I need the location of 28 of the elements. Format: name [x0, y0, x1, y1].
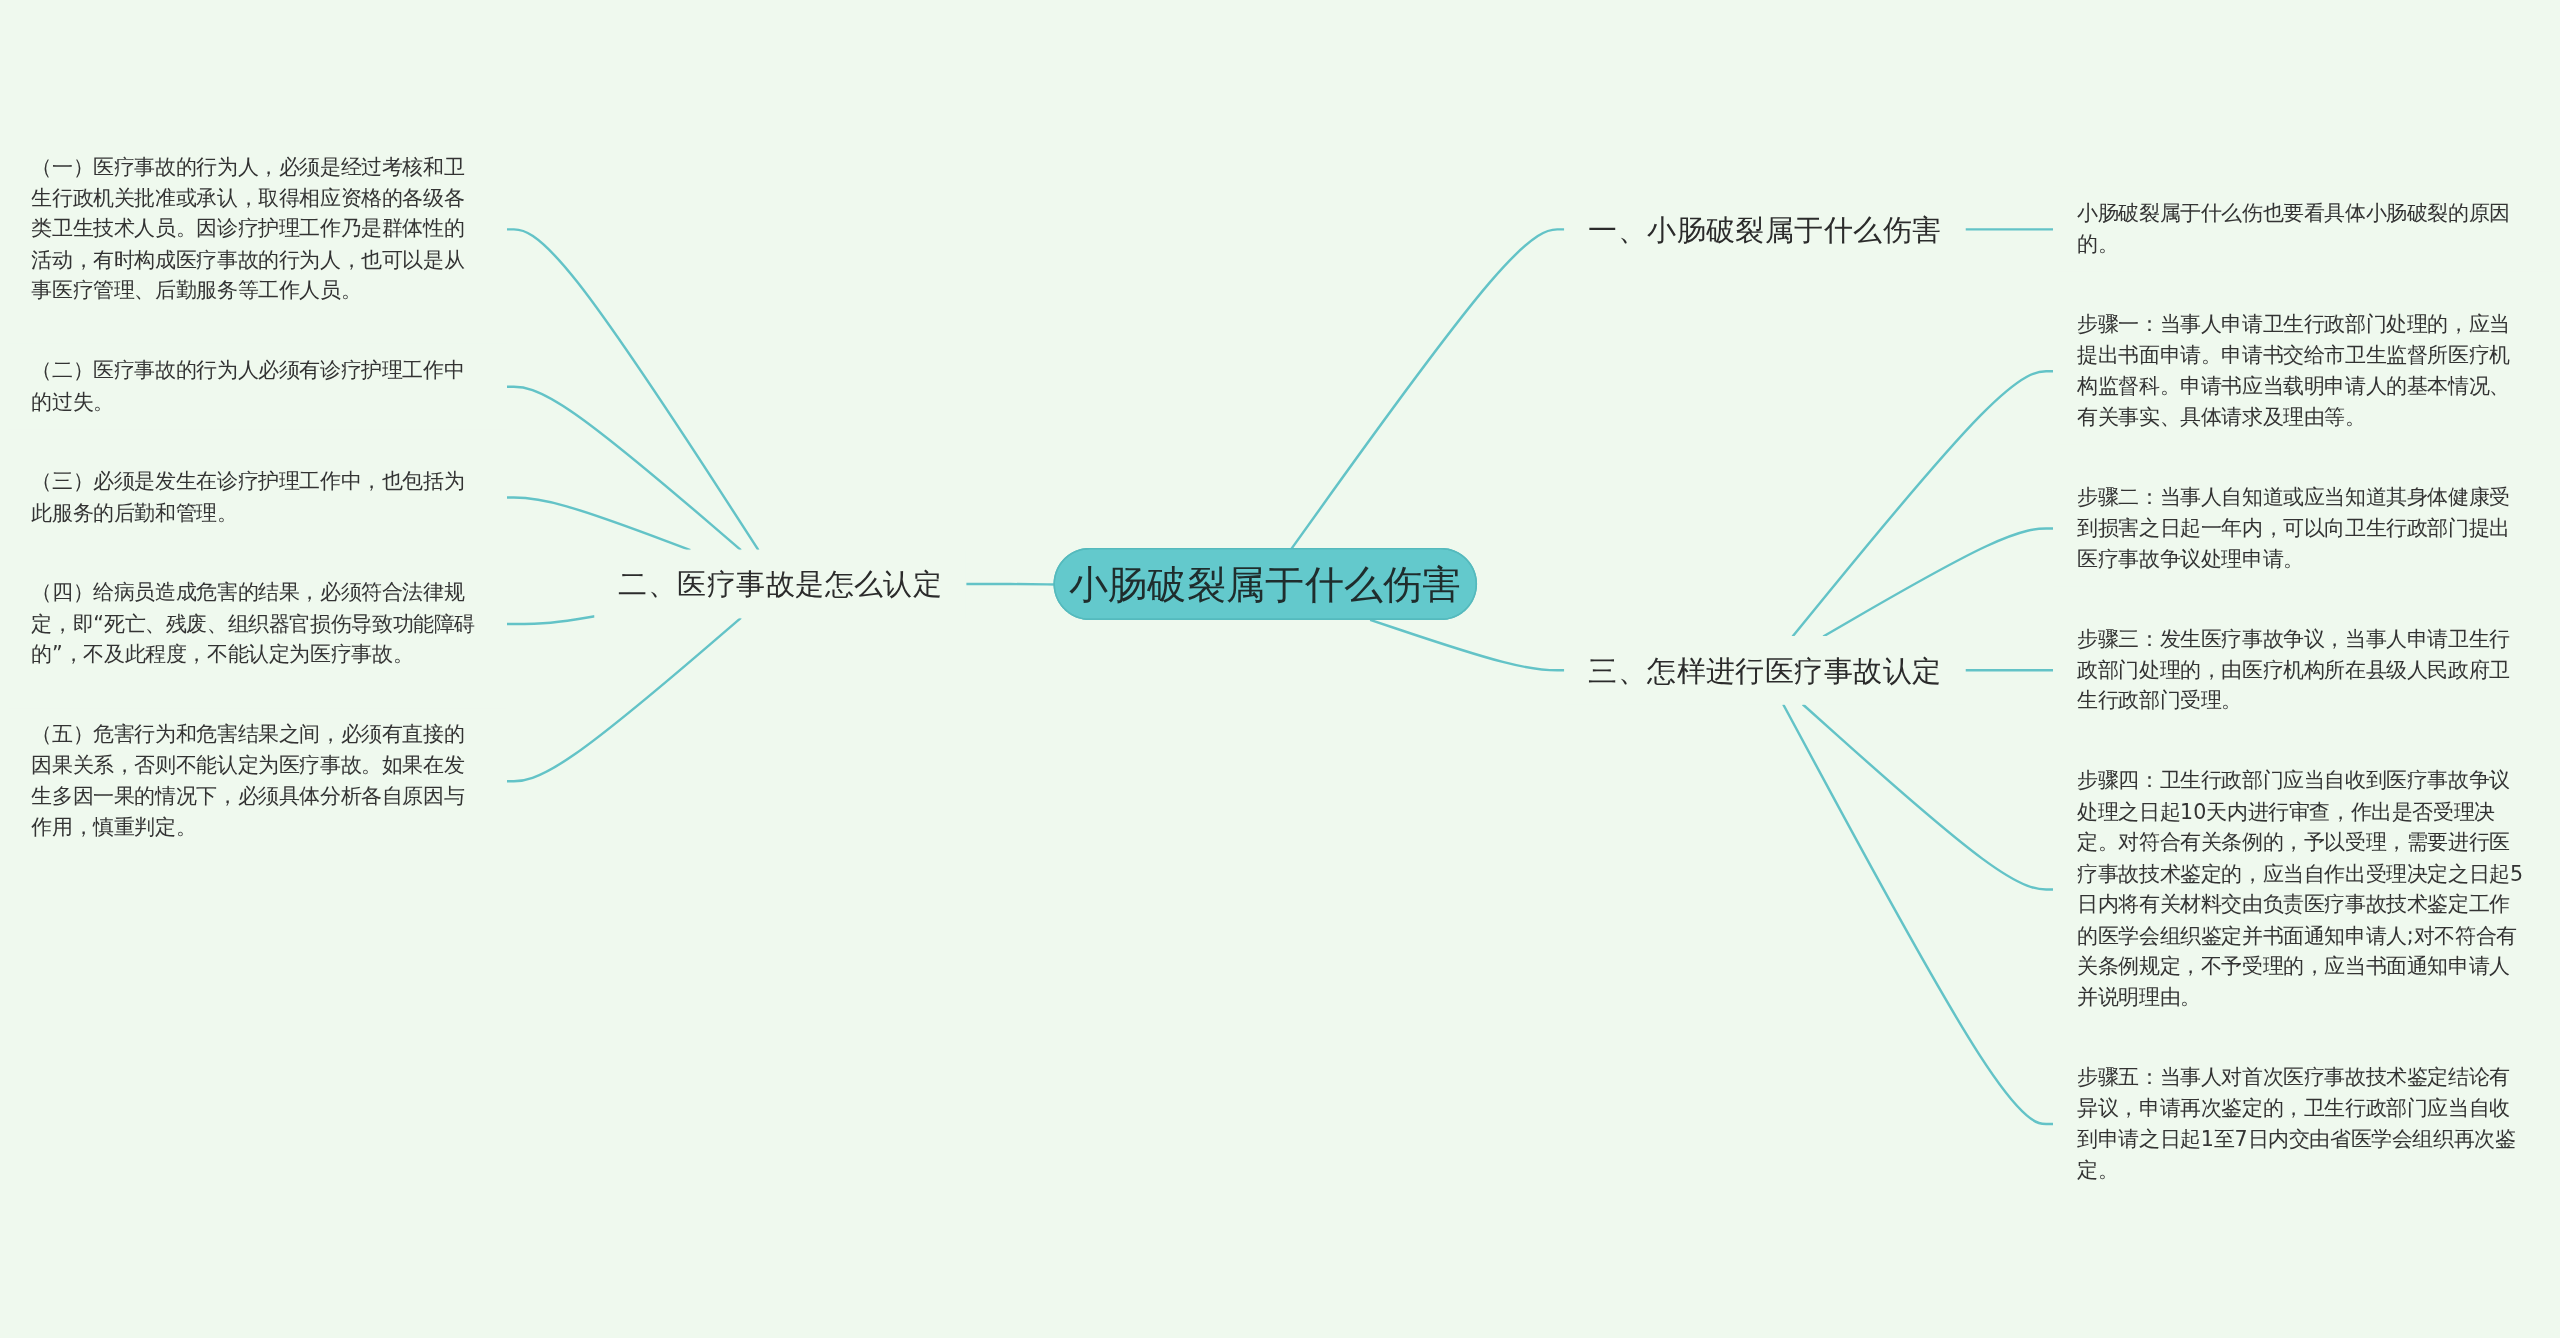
connector — [1791, 369, 2054, 638]
node-text: 步骤四：卫生行政部门应当自收到医疗事故争议处理之日起10天内进行审查，作出是否受理决定。对符合有关条例的，予以受理，需要进行医疗事故技术鉴定的，应当自作出受理决定之日起5日内将有关材料交由负责医疗事故技术鉴定工作的医学会组织鉴定并书面通知申请人;对不符合有关条例规定，不予受理的，应当书面通知申请人并说明理由。 — [2077, 768, 2524, 1009]
node-text: （五）危害行为和危害结果之间，必须有直接的因果关系，否则不能认定为医疗事故。如果在发生多因一果的情况下，必须具体分析各自原因与作用，慎重判定。 — [31, 722, 465, 839]
connector — [965, 582, 1055, 586]
node-text: （三）必须是发生在诊疗护理工作中，也包括为此服务的后勤和管理。 — [31, 469, 465, 525]
node-text: 三、怎样进行医疗事故认定 — [1588, 653, 1942, 688]
connector — [506, 496, 691, 552]
node-text: 二、医疗事故是怎么认定 — [618, 566, 943, 602]
node-text: 一、小肠破裂属于什么伤害 — [1588, 212, 1942, 247]
connector — [506, 228, 760, 551]
node-text: 步骤二：当事人自知道或应当知道其身体健康受到损害之日起一年内，可以向卫生行政部门提出医疗事故争议处理申请。 — [2077, 485, 2510, 571]
connector — [1369, 618, 1565, 672]
node-text: （二）医疗事故的行为人必须有诊疗护理工作中的过失。 — [31, 358, 465, 414]
connector — [1782, 703, 2054, 1126]
node-text: 步骤五：当事人对首次医疗事故技术鉴定结论有异议，申请再次鉴定的，卫生行政部门应当自收到申请之日起1至7日内交由省医学会组织再次鉴定。 — [2077, 1065, 2516, 1182]
connector — [506, 615, 596, 626]
node-text: 小肠破裂属于什么伤也要看具体小肠破裂的原因的。 — [2077, 201, 2510, 256]
node-text: 步骤三：发生医疗事故争议，当事人申请卫生行政部门处理的，由医疗机构所在县级人民政府卫生行政部门受理。 — [2077, 626, 2510, 713]
connector — [1965, 669, 2054, 672]
connector — [506, 616, 742, 783]
connector — [1801, 703, 2054, 891]
connector — [1965, 228, 2054, 231]
connector — [506, 385, 742, 552]
node-text: （四）给病员造成危害的结果，必须符合法律规定，即“死亡、残废、组织器官损伤导致功能障碍的”，不及此程度，不能认定为医疗事故。 — [31, 580, 475, 666]
connector — [1290, 228, 1565, 550]
node-text: （一）医疗事故的行为人，必须是经过考核和卫生行政机关批准或承认，取得相应资格的各级各类卫生技术人员。因诊疗护理工作乃是群体性的活动，有时构成医疗事故的行为人，也可以是从事医疗管理、后勤服务等工作人员。 — [31, 155, 465, 303]
connector — [1822, 527, 2054, 638]
node-text: 步骤一：当事人申请卫生行政部门处理的，应当提出书面申请。申请书交给市卫生监督所医疗机构监督科。申请书应当载明申请人的基本情况、有关事实、具体请求及理由等。 — [2077, 312, 2510, 429]
